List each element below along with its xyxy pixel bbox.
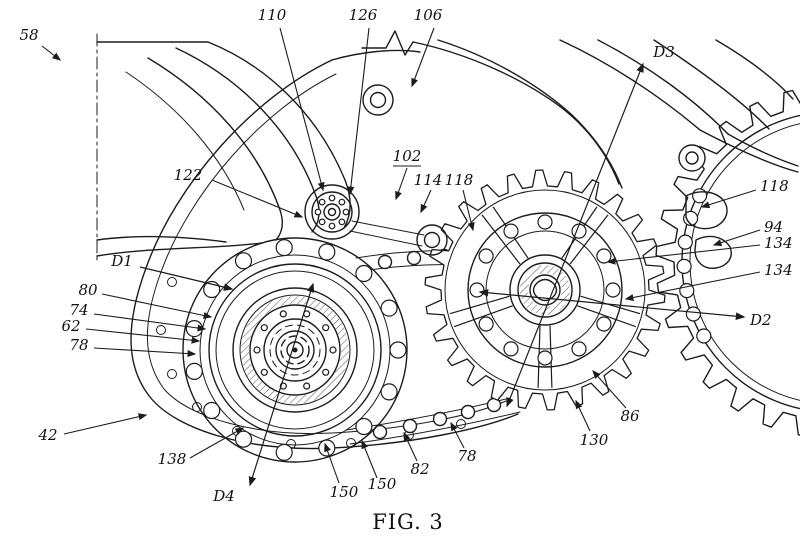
ref-label-134-lower: 134 (764, 261, 793, 279)
ref-label-80: 80 (78, 281, 98, 299)
ref-label-42: 42 (37, 426, 57, 444)
tensioner-bolt-ring (314, 194, 350, 230)
ref-label-94: 94 (764, 218, 783, 236)
ref-label-126: 126 (349, 6, 378, 24)
ref-label-106: 106 (414, 6, 443, 24)
bodywork-left (96, 33, 351, 263)
ref-label-118-top: 118 (445, 171, 474, 189)
ref-label-78-bottom: 78 (457, 447, 476, 465)
chain-tensioner (304, 84, 448, 256)
ref-label-114: 114 (414, 171, 443, 189)
reference-labels: 58 110 126 106 122 102 114 118 D3 118 94… (19, 6, 792, 534)
ref-label-d4: D4 (212, 487, 235, 505)
ref-label-d2: D2 (749, 311, 772, 329)
ref-label-86: 86 (620, 407, 640, 425)
ref-label-d3: D3 (652, 43, 675, 61)
ref-label-134-upper: 134 (764, 234, 793, 252)
ref-label-130: 130 (580, 431, 609, 449)
chain-roller-ring (185, 239, 407, 461)
ref-label-62: 62 (61, 317, 80, 335)
dimension-arrows (139, 62, 746, 487)
ref-label-122: 122 (174, 166, 203, 184)
ref-label-74: 74 (69, 301, 88, 319)
ref-label-82: 82 (410, 460, 429, 478)
ref-label-110: 110 (258, 6, 287, 24)
figure-caption: FIG. 3 (372, 510, 444, 534)
leader-lines (41, 27, 761, 484)
ref-label-150-left: 150 (330, 483, 359, 501)
rear-chain-rollers (676, 188, 712, 344)
ref-label-78-left: 78 (69, 336, 88, 354)
ref-label-102: 102 (393, 147, 422, 165)
ref-label-d1: D1 (110, 252, 133, 270)
ref-label-58: 58 (19, 26, 38, 44)
ref-label-138: 138 (158, 450, 187, 468)
ref-label-150-right: 150 (368, 475, 397, 493)
ref-label-118-right: 118 (760, 177, 789, 195)
